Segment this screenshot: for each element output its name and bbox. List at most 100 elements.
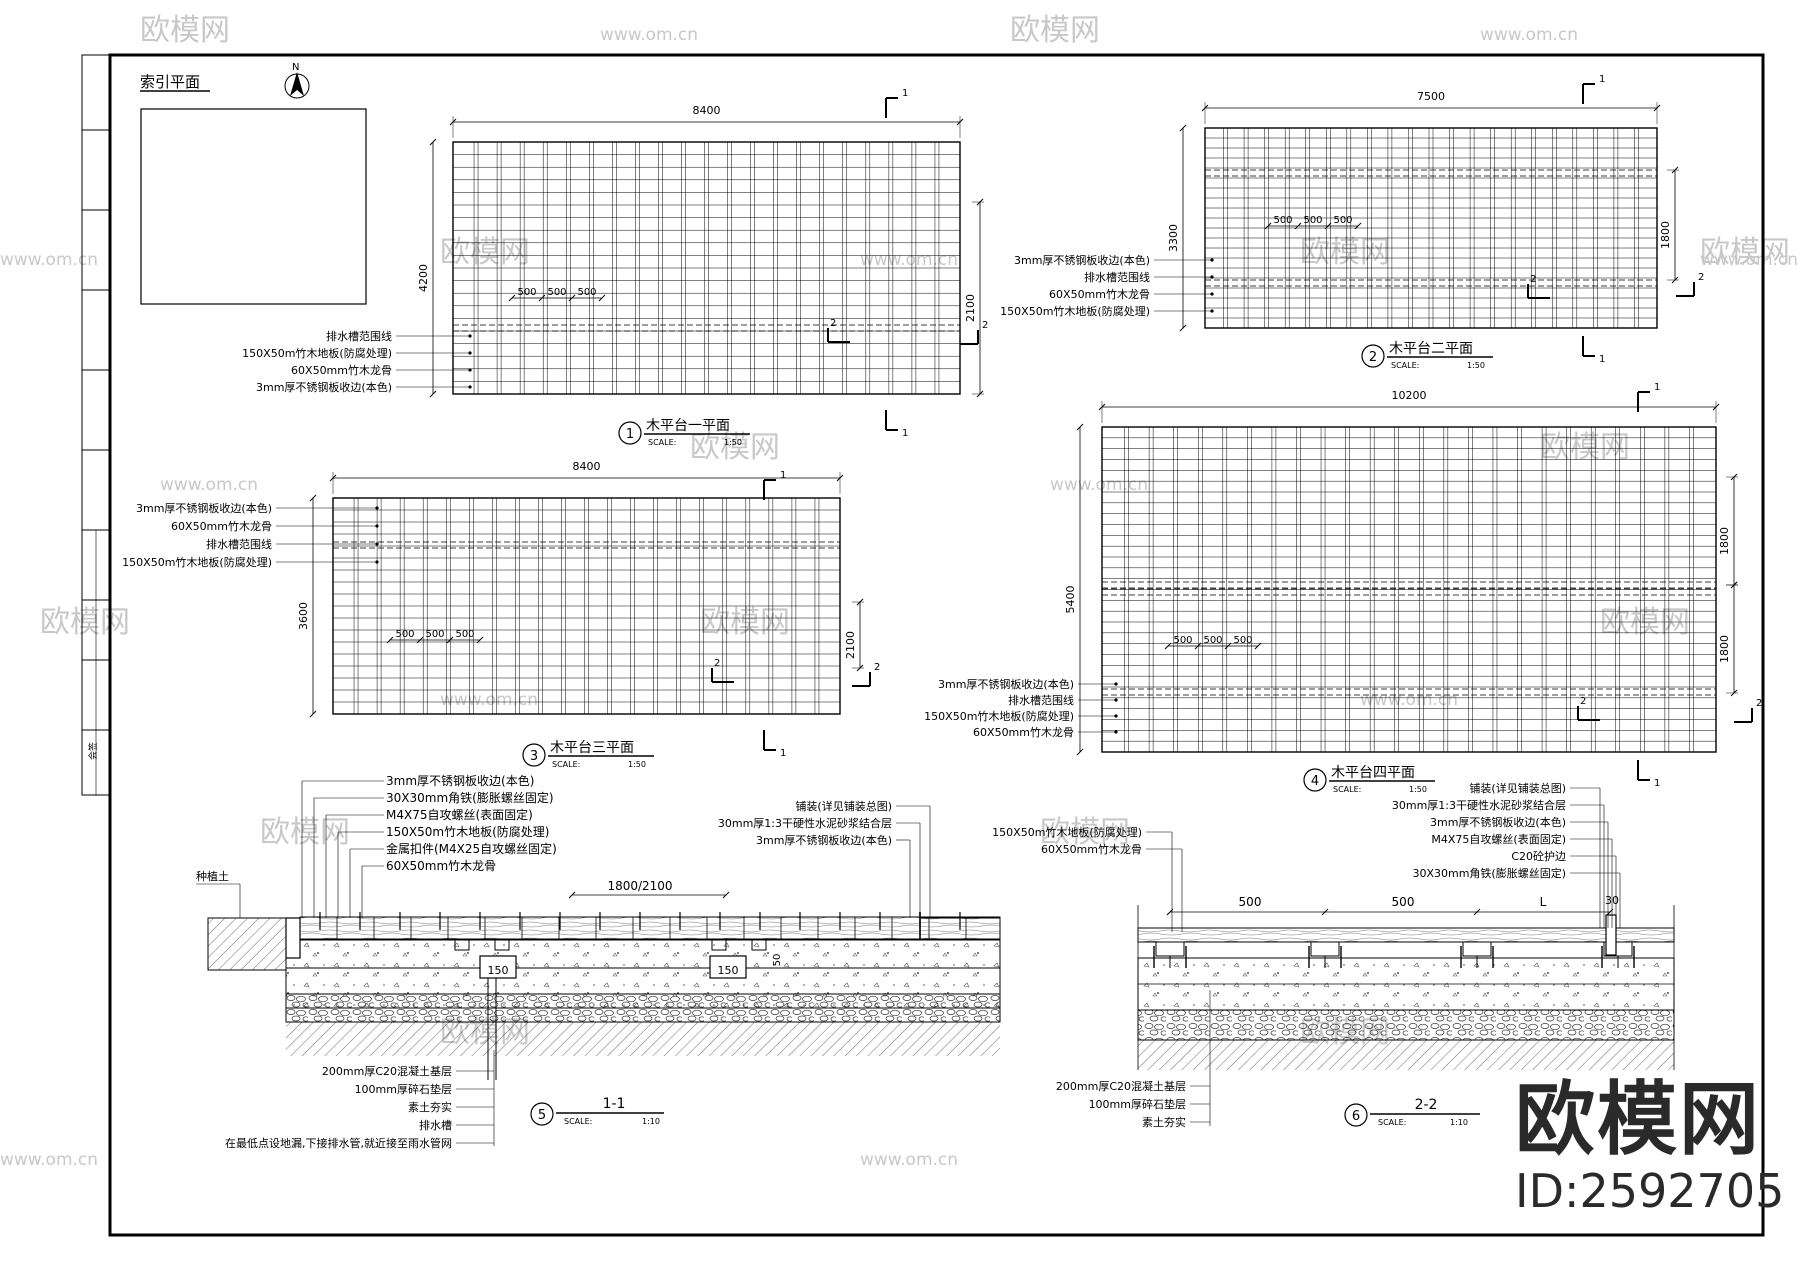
dimension-width-label: 7500 xyxy=(1417,90,1445,103)
plan-title: 木平台四平面 xyxy=(1331,765,1415,781)
watermark-brand: 欧模网 xyxy=(140,13,230,48)
joist-icon xyxy=(711,939,727,951)
scale-value: 1:50 xyxy=(1409,785,1427,794)
watermark-site: www.om.cn xyxy=(1050,475,1148,495)
channel-width-label: 150 xyxy=(488,964,509,977)
plan-notes: 3mm厚不锈钢板收边(本色)60X50mm竹木龙骨排水槽范围线150X50m竹木… xyxy=(122,501,379,569)
section-title: 1-1 xyxy=(603,1096,626,1112)
gravel-layer xyxy=(1137,1009,1675,1041)
dimension-width-label: 8400 xyxy=(573,460,601,473)
scale-label: SCALE: xyxy=(552,760,580,769)
module-dimension-label: 500 xyxy=(1173,635,1192,646)
north-arrow-icon: N xyxy=(284,62,310,99)
pavement xyxy=(1615,927,1675,943)
dimension-width: 8400 xyxy=(449,104,964,138)
module-dimension-label: 500 xyxy=(1203,635,1222,646)
dimension-right: 1800 1800 xyxy=(1718,473,1738,697)
dimension-right-label: 1800 xyxy=(1718,635,1731,663)
section-note: 100mm厚碎石垫层 xyxy=(355,1082,452,1096)
dimension-right: 1800 xyxy=(1659,166,1679,284)
section-note: C20砼护边 xyxy=(1511,849,1566,863)
section-note: 素土夯实 xyxy=(1142,1115,1186,1129)
plan-title: 木平台一平面 xyxy=(646,418,730,434)
dimension-width: 10200 xyxy=(1098,389,1720,423)
joist-icon xyxy=(751,939,767,951)
scale-value: 1:50 xyxy=(724,438,742,447)
section-note: M4X75自攻螺丝(表面固定) xyxy=(1431,832,1566,846)
section-mark-label: 1 xyxy=(1654,382,1660,393)
section-note: 150X50m竹木地板(防腐处理) xyxy=(386,824,549,839)
dimension-width-label: 10200 xyxy=(1392,389,1427,402)
plan-note: 3mm厚不锈钢板收边(本色) xyxy=(256,380,392,394)
section-number: 6 xyxy=(1352,1109,1360,1124)
plan-note: 150X50m竹木地板(防腐处理) xyxy=(1000,304,1150,318)
plan-note: 60X50mm竹木龙骨 xyxy=(973,725,1074,739)
plan-note: 3mm厚不锈钢板收边(本色) xyxy=(136,501,272,515)
watermark-brand: 欧模网 xyxy=(1700,235,1790,270)
watermark-site: www.om.cn xyxy=(1480,25,1578,45)
plan-notes: 3mm厚不锈钢板收边(本色)排水槽范围线150X50m竹木地板(防腐处理)60X… xyxy=(924,677,1118,739)
watermark-brand: 欧模网 xyxy=(1010,13,1100,48)
soil-layer xyxy=(286,1022,1000,1056)
section-mark-label: 2 xyxy=(1580,696,1586,707)
span-dimension-label: 500 xyxy=(1239,895,1262,909)
section-note: 30mm厚1:3干硬性水泥砂浆结合层 xyxy=(718,816,892,830)
steel-edge xyxy=(285,917,301,959)
section-note: 3mm厚不锈钢板收边(本色) xyxy=(386,774,534,788)
module-dimension-label: 500 xyxy=(425,629,444,640)
module-dimension-label: 500 xyxy=(455,629,474,640)
plan-number: 1 xyxy=(626,427,634,442)
planting-soil xyxy=(207,917,287,971)
joist-bracket-icon xyxy=(1460,941,1494,968)
plan-note: 排水槽范围线 xyxy=(326,329,392,343)
watermark-brand: 欧模网 xyxy=(700,605,790,640)
scale-value: 1:10 xyxy=(642,1117,660,1126)
plan-number: 2 xyxy=(1369,350,1377,365)
joist-icon xyxy=(454,939,470,951)
dimension-width: 7500 xyxy=(1201,90,1661,124)
deck-boards xyxy=(1137,927,1675,943)
joist-bracket-icon xyxy=(1308,941,1342,968)
dimension-right: 2100 xyxy=(964,198,984,398)
watermark-site: www.om.cn xyxy=(860,1150,958,1170)
plan-number-circle xyxy=(1361,344,1385,368)
dimension-right-label: 1800 xyxy=(1718,527,1731,555)
section-notes: 3mm厚不锈钢板收边(本色)30X30mm角铁(膨胀螺丝固定)M4X75自攻螺丝… xyxy=(225,774,931,1150)
scale-label: SCALE: xyxy=(1391,361,1419,370)
section-number-circle xyxy=(1344,1103,1368,1127)
section-mark-label: 2 xyxy=(982,320,988,331)
title-block-tag: 会签 xyxy=(87,742,99,760)
watermark-site: www.om.cn xyxy=(440,690,538,710)
watermark-brand: 欧模网 xyxy=(40,605,130,640)
plan-note: 排水槽范围线 xyxy=(206,537,272,551)
section-note: 30X30mm角铁(膨胀螺丝固定) xyxy=(1412,866,1566,880)
plan-note: 150X50m竹木地板(防腐处理) xyxy=(122,555,272,569)
plan-note: 60X50mm竹木龙骨 xyxy=(291,363,392,377)
section-number: 5 xyxy=(538,1108,546,1123)
deck-boards xyxy=(299,916,1001,940)
plan-title: 木平台三平面 xyxy=(550,740,634,756)
plan-number-circle xyxy=(618,421,642,445)
section-note: 3mm厚不锈钢板收边(本色) xyxy=(756,833,892,847)
section-note: 60X50mm竹木龙骨 xyxy=(1041,842,1142,856)
section-note: 金属扣件(M4X25自攻螺丝固定) xyxy=(386,841,557,856)
watermark-layer: 欧模网欧模网欧模网欧模网欧模网欧模网欧模网欧模网欧模网欧模网欧模网欧模网欧模网欧… xyxy=(0,13,1798,1170)
north-label: N xyxy=(292,62,299,73)
dimension-height: 3300 xyxy=(1167,124,1187,332)
watermark-site: www.om.cn xyxy=(0,1150,98,1170)
module-dimension-label: 500 xyxy=(517,287,536,298)
section-mark-label: 2 xyxy=(830,318,836,329)
section-note: 铺装(详见铺装总图) xyxy=(1469,781,1566,795)
dimension-height-label: 5400 xyxy=(1064,586,1077,614)
section-mark-label: 2 xyxy=(874,662,880,673)
